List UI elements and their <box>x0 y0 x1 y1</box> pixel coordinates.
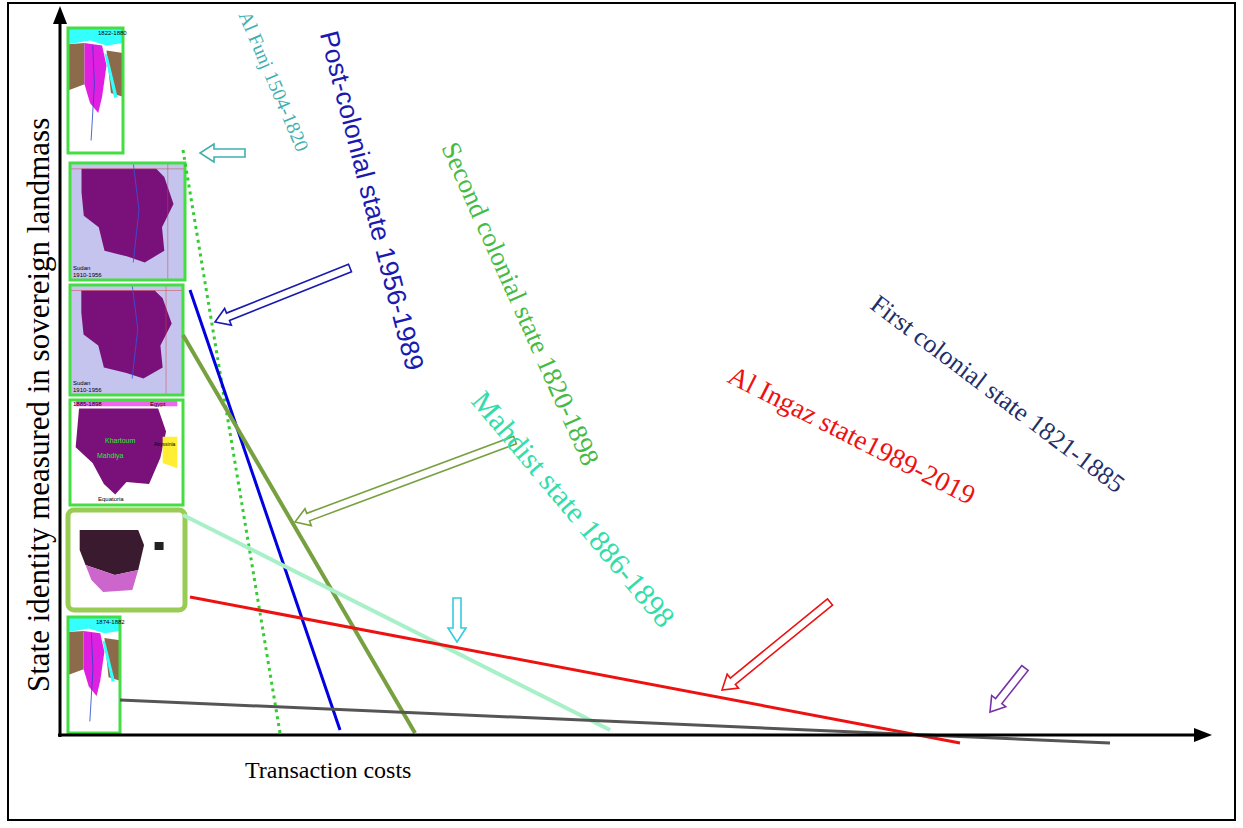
map-thumbnail <box>70 400 183 505</box>
map-date: 1822-1880 <box>98 30 127 37</box>
x-axis-arrowhead <box>1194 728 1212 742</box>
map-border <box>70 163 185 280</box>
map-thumbnail <box>70 163 185 280</box>
map-thumbnail <box>68 617 120 733</box>
map-thumbnail <box>68 510 185 610</box>
red-sea <box>104 53 117 98</box>
map-ground <box>68 617 120 733</box>
map-place: Egypt <box>150 401 165 408</box>
south-sudan-region <box>86 565 139 592</box>
series-label: Al Ingaz state1989-2019 <box>723 360 980 511</box>
map-place: Khartoum <box>105 437 135 445</box>
map-date: 1874-1882 <box>96 619 125 626</box>
map-border <box>70 285 183 395</box>
land-region <box>68 631 84 675</box>
river <box>132 285 138 379</box>
river <box>91 46 94 141</box>
map-border <box>68 28 123 153</box>
map-place: Mahdiya <box>97 452 123 460</box>
map-place: Abyssinia <box>154 442 175 448</box>
pointer-arrow <box>990 666 1028 712</box>
map-date: Sudan 1910-1956 <box>73 380 107 393</box>
sudan-territory <box>82 169 174 263</box>
series-label: Al Funj 1504-1820 <box>234 8 313 155</box>
map-border <box>68 510 185 610</box>
pointer-arrow <box>295 436 516 525</box>
al-funj-line <box>183 150 280 733</box>
border-line <box>70 285 183 395</box>
egypt-sudan-region <box>85 43 107 113</box>
map-border <box>68 617 120 733</box>
x-axis <box>58 734 1195 737</box>
map-thumbnail <box>70 285 183 395</box>
mahdist-territory <box>76 408 166 494</box>
pointer-arrow <box>215 264 351 325</box>
series-label: Post-colonial state 1956-1989 <box>314 28 429 373</box>
figure-frame <box>8 3 1235 820</box>
river <box>90 633 93 721</box>
pointer-arrow <box>722 599 833 690</box>
map-thumbnail <box>68 28 123 153</box>
egypt-sudan-region <box>84 631 105 696</box>
map-place: Equatoria <box>98 496 124 503</box>
map-ground <box>68 28 123 153</box>
axis-title: Transaction costs <box>245 757 411 783</box>
map-ground <box>68 510 185 610</box>
border-line <box>70 163 185 280</box>
pointer-arrow <box>448 598 466 642</box>
map-ground <box>70 285 183 395</box>
first-colonial-line <box>120 700 1110 743</box>
map-ground <box>70 163 185 280</box>
pointer-arrow <box>200 144 245 162</box>
axis-title: State identity measured in sovereign lan… <box>22 118 56 692</box>
mahdist-line <box>183 515 610 730</box>
river <box>133 163 139 262</box>
y-axis <box>59 22 62 737</box>
map-date: Sudan 1910-1956 <box>73 265 107 278</box>
map-ground <box>70 400 183 505</box>
map-border <box>70 400 183 505</box>
y-axis-arrowhead <box>53 6 67 24</box>
land-region <box>68 43 85 91</box>
map-date: 1885-1898 <box>73 401 102 408</box>
sudan-territory <box>81 291 171 379</box>
flag-symbol <box>155 542 164 550</box>
red-sea <box>102 640 114 682</box>
